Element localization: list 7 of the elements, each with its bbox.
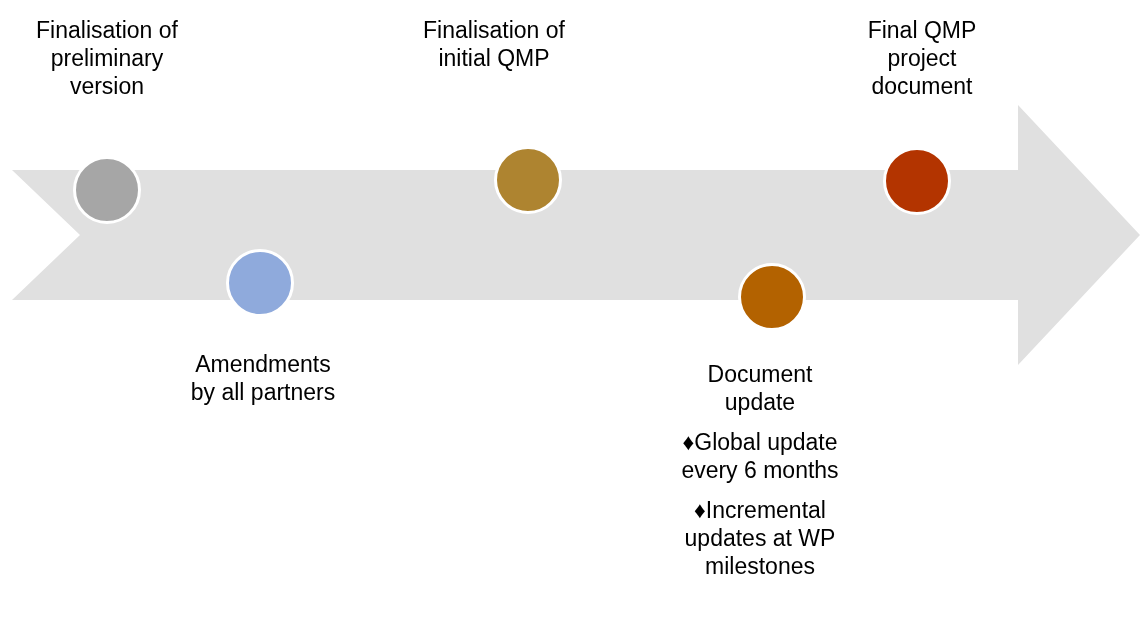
- milestone-caption: Document update: [706, 360, 814, 416]
- milestone-caption: ♦Global update every 6 months: [680, 428, 840, 484]
- milestone-caption: ♦Incremental updates at WP milestones: [683, 496, 837, 580]
- milestone-caption: Finalisation of initial QMP: [422, 16, 566, 72]
- milestone-caption: Final QMP project document: [866, 16, 978, 100]
- milestone-caption: Amendments by all partners: [189, 350, 337, 406]
- milestone-caption: Finalisation of preliminary version: [35, 16, 179, 100]
